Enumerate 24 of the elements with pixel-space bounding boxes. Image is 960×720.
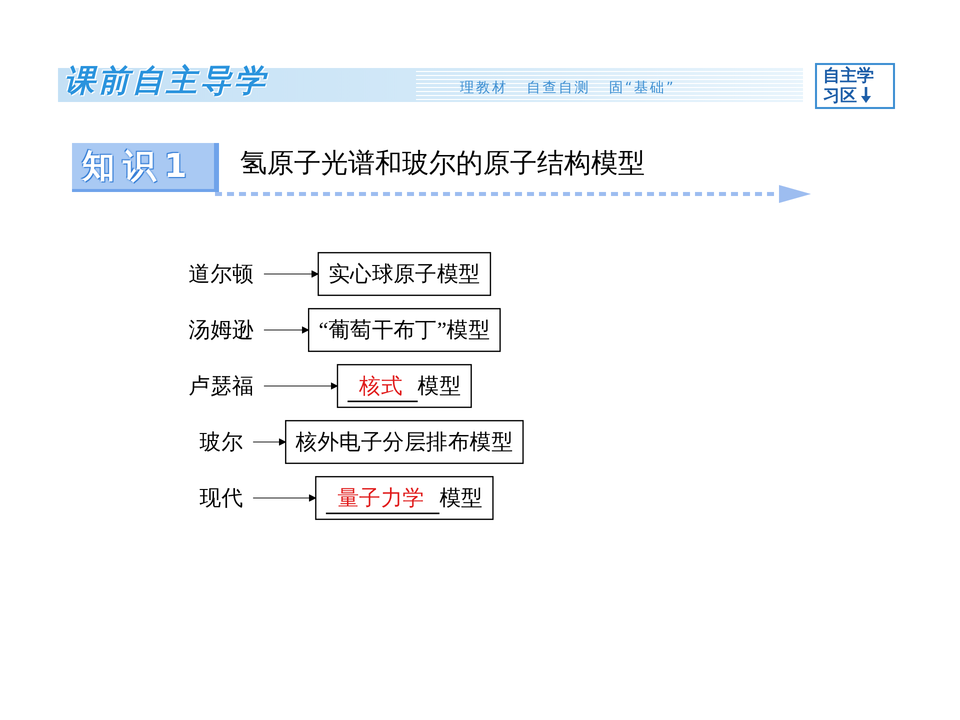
name-text: 玻尔 bbox=[200, 430, 244, 454]
arrow bbox=[264, 326, 309, 334]
fill-in-line: 量子力学 bbox=[326, 485, 440, 514]
arrow bbox=[252, 438, 286, 446]
model-box bbox=[315, 476, 494, 520]
name-text: 道尔顿 bbox=[188, 262, 254, 286]
model-text: 模型 bbox=[439, 485, 483, 512]
fill-in-line: 核式 bbox=[348, 373, 418, 402]
banner-subtitle: 理教材 自查自测 固“基础” bbox=[460, 79, 676, 97]
name-text: 汤姆逊 bbox=[188, 318, 254, 342]
model-box: 核外电子分层排布模型 bbox=[285, 420, 524, 464]
model-box bbox=[336, 364, 472, 408]
model-box: “葡萄干布丁”模型 bbox=[308, 308, 501, 352]
name-text: 卢瑟福 bbox=[188, 374, 254, 398]
self-study-button: 自主学习区 bbox=[815, 63, 895, 109]
model-box: 实心球原子模型 bbox=[318, 252, 492, 296]
banner-title: 课前自主导学 bbox=[64, 62, 268, 101]
name-text: 现代 bbox=[200, 486, 244, 510]
arrow bbox=[252, 494, 316, 502]
arrow bbox=[264, 270, 319, 278]
section-title: 氢原子光谱和玻尔的原子结构模型 bbox=[240, 147, 645, 181]
arrow bbox=[264, 382, 338, 390]
model-text: 模型 bbox=[418, 373, 462, 400]
section-badge: 知识1 bbox=[72, 143, 219, 192]
